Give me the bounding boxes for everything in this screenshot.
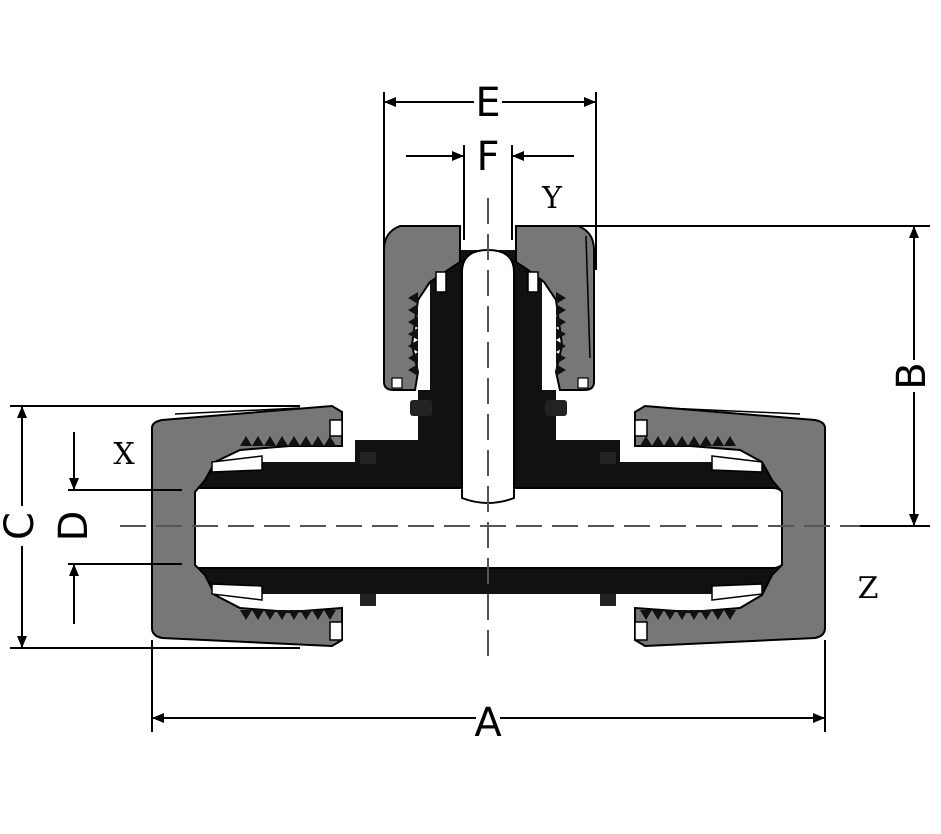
port-label-z: Z — [858, 571, 879, 606]
dimension-label-b: B — [889, 362, 935, 389]
dimension-label-a: A — [474, 700, 502, 746]
left-union-nut — [151, 404, 343, 648]
grip-teeth — [240, 292, 736, 620]
centre-lines — [120, 198, 880, 660]
split-rings — [211, 271, 763, 601]
right-union-nut — [634, 404, 826, 648]
dimension-label-c: C — [0, 512, 43, 540]
dimension-lines — [10, 92, 930, 732]
dimension-label-d: D — [51, 511, 97, 542]
port-label-y: Y — [541, 181, 563, 216]
port-label-x: X — [113, 437, 135, 472]
dimension-label-f: F — [476, 134, 499, 180]
dimension-label-e: E — [475, 80, 500, 126]
